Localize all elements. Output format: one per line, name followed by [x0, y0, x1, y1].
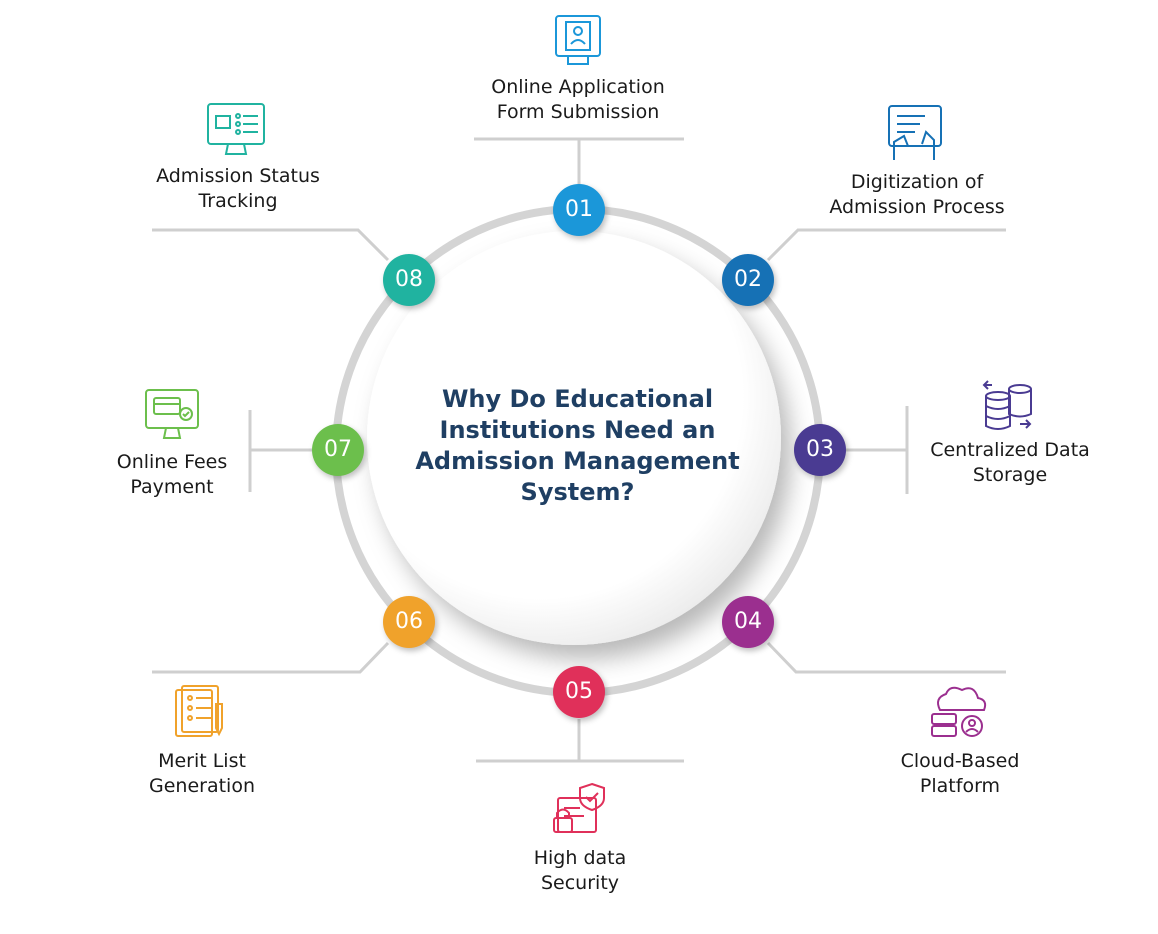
label-07-line2: Payment	[130, 476, 214, 498]
label-01: Online Application Form Submission	[468, 75, 688, 125]
label-08: Admission Status Tracking	[135, 164, 341, 214]
label-07: Online Fees Payment	[100, 450, 244, 500]
badge-08: 08	[383, 254, 435, 306]
connector-08	[152, 228, 390, 262]
label-08-line1: Admission Status	[156, 165, 320, 187]
badge-04: 04	[722, 596, 774, 648]
label-02-line1: Digitization of	[850, 171, 984, 193]
label-02: Digitization of Admission Process	[812, 170, 1022, 220]
badge-06: 06	[383, 596, 435, 648]
label-05: High data Security	[500, 846, 660, 896]
label-03-line1: Centralized Data	[930, 439, 1090, 461]
label-07-line1: Online Fees	[116, 451, 228, 473]
label-04-line1: Cloud-Based	[900, 750, 1020, 772]
label-05-line1: High data	[533, 847, 627, 869]
label-04: Cloud-Based Platform	[875, 749, 1045, 799]
label-03-line2: Storage	[972, 464, 1048, 486]
label-05-line2: Security	[540, 872, 620, 894]
badge-05: 05	[553, 666, 605, 718]
label-02-line2: Admission Process	[829, 196, 1005, 218]
application-form-icon	[555, 15, 601, 65]
payment-monitor-icon	[145, 389, 199, 439]
checklist-icon	[175, 685, 223, 737]
connector-lines	[152, 137, 1006, 763]
connector-02	[766, 228, 1006, 262]
badge-07: 07	[312, 424, 364, 476]
connector-04	[766, 641, 1006, 674]
connector-06	[152, 641, 390, 674]
cloud-server-icon	[931, 686, 987, 737]
center-disc	[367, 231, 781, 645]
label-04-line2: Platform	[919, 775, 1001, 797]
status-monitor-icon	[207, 103, 265, 155]
database-icon	[982, 380, 1032, 430]
label-06-line2: Generation	[149, 775, 255, 797]
badge-03: 03	[794, 424, 846, 476]
label-06: Merit List Generation	[124, 749, 280, 799]
label-03: Centralized Data Storage	[915, 438, 1105, 488]
label-08-line2: Tracking	[198, 190, 278, 212]
badge-01: 01	[553, 184, 605, 236]
badge-02: 02	[722, 254, 774, 306]
label-06-line1: Merit List	[158, 750, 246, 772]
label-01-line1: Online Application	[491, 76, 665, 98]
shield-lock-icon	[553, 782, 605, 833]
diagram-title: Why Do Educational Institutions Need an …	[415, 385, 740, 506]
tablet-touch-icon	[888, 105, 942, 160]
label-01-line2: Form Submission	[496, 101, 660, 123]
